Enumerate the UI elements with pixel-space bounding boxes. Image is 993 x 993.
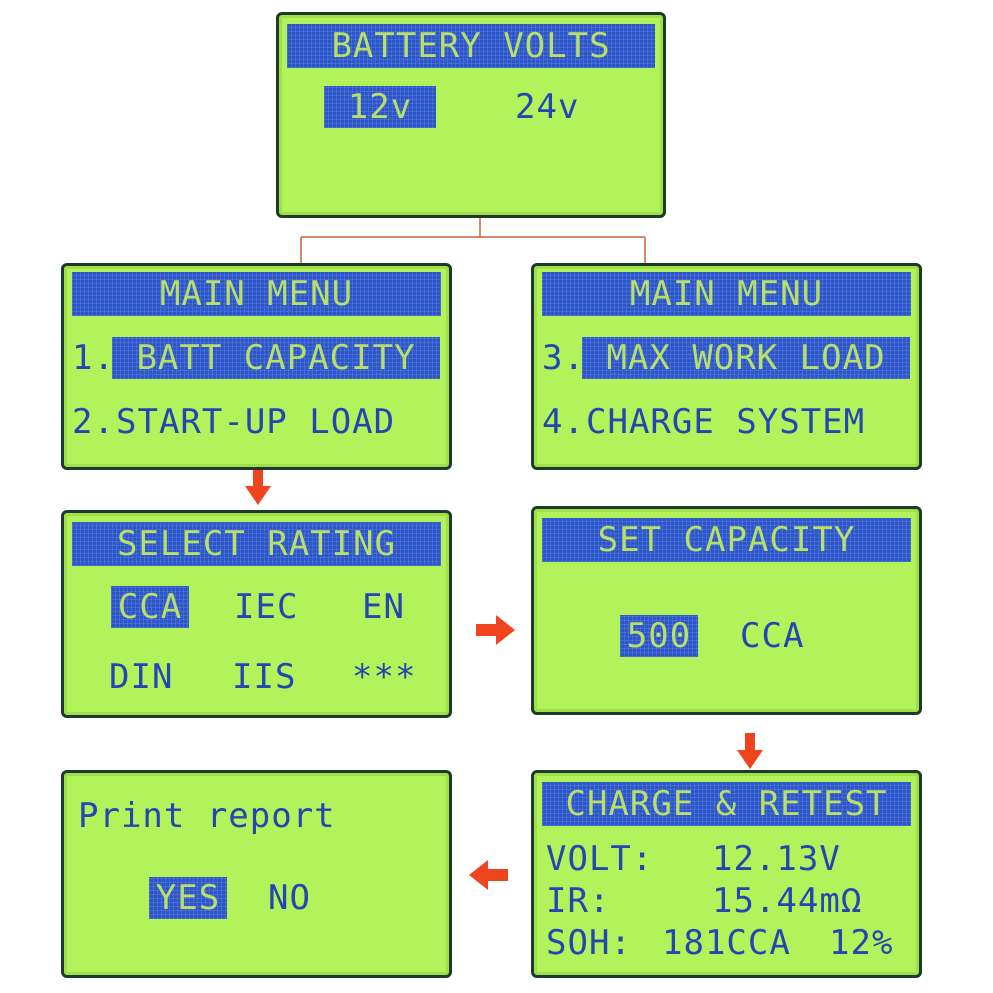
arrow-right-1 bbox=[476, 615, 515, 645]
charge-retest-title: CHARGE & RETEST bbox=[542, 782, 911, 826]
capacity-value[interactable]: 500 bbox=[620, 615, 698, 657]
menu-item-batt-capacity[interactable]: BATT CAPACITY bbox=[112, 337, 440, 379]
battery-volts-screen: BATTERY VOLTS 12v 24v bbox=[276, 12, 666, 218]
menu-item-charge-system[interactable]: CHARGE SYSTEM bbox=[586, 402, 866, 442]
main-menu-left-screen: MAIN MENU 1. BATT CAPACITY 2. START-UP L… bbox=[61, 263, 452, 470]
volt-label: VOLT: bbox=[546, 839, 654, 879]
ir-label: IR: bbox=[546, 881, 611, 921]
menu-item-3-number: 3. bbox=[542, 338, 585, 378]
menu-item-max-work-load[interactable]: MAX WORK LOAD bbox=[582, 337, 910, 379]
arrow-left-1 bbox=[469, 860, 508, 890]
print-yes-option[interactable]: YES bbox=[149, 877, 227, 919]
main-menu-left-title: MAIN MENU bbox=[72, 272, 441, 316]
main-menu-right-title: MAIN MENU bbox=[542, 272, 911, 316]
select-rating-screen: SELECT RATING CCA IEC EN DIN IIS *** bbox=[61, 510, 452, 718]
arrow-down-2 bbox=[737, 733, 763, 769]
soh-label: SOH: bbox=[546, 923, 632, 963]
print-report-title: Print report bbox=[78, 796, 336, 836]
ir-value: 15.44mΩ bbox=[712, 881, 863, 921]
option-24v[interactable]: 24v bbox=[515, 87, 580, 127]
set-capacity-screen: SET CAPACITY 500 CCA bbox=[531, 506, 922, 715]
flow-arrows bbox=[245, 470, 763, 890]
rating-more[interactable]: *** bbox=[352, 657, 417, 697]
rating-cca[interactable]: CCA bbox=[111, 586, 189, 628]
option-12v[interactable]: 12v bbox=[324, 86, 436, 128]
capacity-unit: CCA bbox=[740, 616, 805, 656]
print-no-option[interactable]: NO bbox=[268, 878, 311, 918]
volt-value: 12.13V bbox=[712, 839, 841, 879]
menu-item-start-up-load[interactable]: START-UP LOAD bbox=[116, 402, 396, 442]
menu-item-2-number: 2. bbox=[72, 402, 115, 442]
menu-item-4-number: 4. bbox=[542, 402, 585, 442]
select-rating-title: SELECT RATING bbox=[72, 522, 441, 566]
rating-iec[interactable]: IEC bbox=[234, 587, 299, 627]
charge-retest-screen: CHARGE & RETEST VOLT: 12.13V IR: 15.44mΩ… bbox=[531, 770, 922, 978]
rating-en[interactable]: EN bbox=[362, 587, 405, 627]
main-menu-right-screen: MAIN MENU 3. MAX WORK LOAD 4. CHARGE SYS… bbox=[531, 263, 922, 470]
battery-volts-title: BATTERY VOLTS bbox=[287, 24, 655, 68]
set-capacity-title: SET CAPACITY bbox=[542, 518, 911, 562]
soh-cca: 181CCA bbox=[662, 923, 791, 963]
arrow-down-1 bbox=[245, 470, 271, 505]
soh-percent: 12% bbox=[829, 923, 894, 963]
rating-din[interactable]: DIN bbox=[109, 657, 174, 697]
print-report-screen: Print report YES NO bbox=[61, 770, 452, 978]
menu-item-1-number: 1. bbox=[72, 338, 115, 378]
rating-iis[interactable]: IIS bbox=[232, 657, 297, 697]
